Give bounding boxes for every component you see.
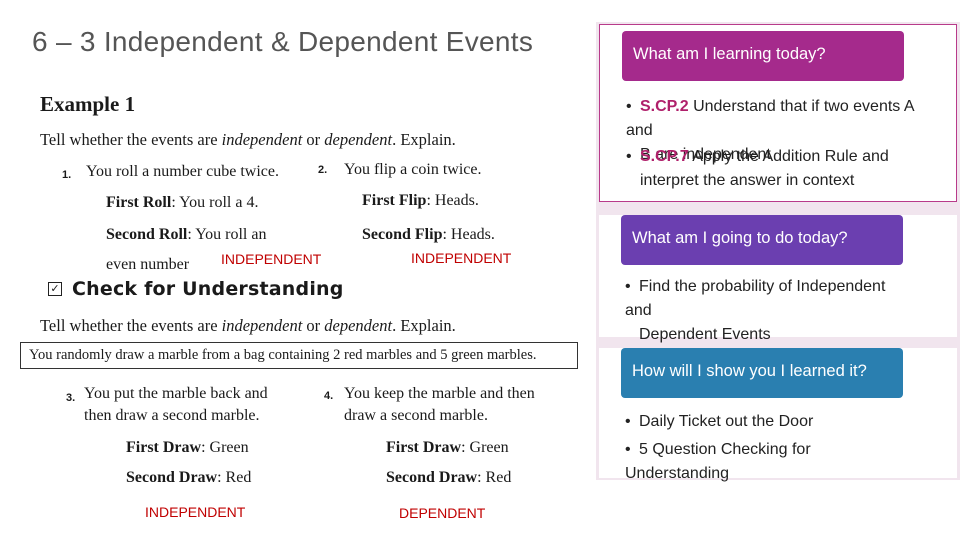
- problem-2-second: Second Flip: Heads.: [362, 226, 495, 243]
- showing-item-1: •Daily Ticket out the Door: [625, 413, 814, 430]
- problem-3-first: First Draw: Green: [126, 439, 249, 456]
- problem-4-second: Second Draw: Red: [386, 469, 512, 486]
- slide-title: 6 – 3 Independent & Dependent Events: [32, 26, 534, 57]
- check-heading: Check for Understanding: [72, 278, 344, 300]
- checkbox-icon: ✓: [48, 282, 62, 296]
- showing-header: How will I show you I learned it?: [621, 348, 903, 398]
- problem-1-second: Second Roll: You roll an: [106, 226, 267, 243]
- doing-item-1: •Find the probability of Independent and…: [625, 278, 886, 343]
- problem-1-number: 1.: [62, 169, 72, 181]
- doing-header: What am I going to do today?: [621, 215, 903, 265]
- learning-card: What am I learning today? •S.CP.2 Unders…: [599, 24, 957, 202]
- learning-item-2: •S.CP.7 Apply the Addition Rule and inte…: [626, 148, 889, 189]
- problem-2-first: First Flip: Heads.: [362, 192, 479, 209]
- problem-1-second-cont: even number: [106, 256, 190, 273]
- check-for-understanding: ✓ Check for Understanding: [48, 278, 344, 300]
- problem-2-answer: INDEPENDENT: [411, 250, 512, 266]
- learning-header: What am I learning today?: [622, 31, 904, 81]
- problem-3-answer: INDEPENDENT: [145, 504, 246, 520]
- problem-1-first: First Roll: You roll a 4.: [106, 194, 259, 211]
- problem-3-number: 3.: [66, 392, 76, 404]
- learning-item-1: •S.CP.2 Understand that if two events A …: [626, 98, 914, 163]
- check-instruction: Tell whether the events are independent …: [40, 316, 456, 335]
- marble-scenario: You randomly draw a marble from a bag co…: [20, 342, 578, 369]
- example-heading: Example 1: [40, 92, 136, 116]
- learning-objectives-panel: What am I learning today? •S.CP.2 Unders…: [596, 22, 960, 482]
- problem-1-answer: INDEPENDENT: [221, 251, 322, 267]
- problem-4-answer: DEPENDENT: [399, 505, 486, 521]
- problem-2-number: 2.: [318, 164, 328, 176]
- showing-item-2: •5 Question Checking for Understanding: [625, 441, 811, 482]
- problem-3-second: Second Draw: Red: [126, 469, 252, 486]
- problem-2-prompt: You flip a coin twice.: [344, 161, 482, 178]
- showing-card: How will I show you I learned it? •Daily…: [599, 348, 957, 482]
- problem-1-prompt: You roll a number cube twice.: [86, 163, 279, 180]
- problem-4-first: First Draw: Green: [386, 439, 509, 456]
- example-instruction: Tell whether the events are independent …: [40, 130, 456, 149]
- problem-4-number: 4.: [324, 390, 334, 402]
- doing-card: What am I going to do today? •Find the p…: [599, 215, 957, 343]
